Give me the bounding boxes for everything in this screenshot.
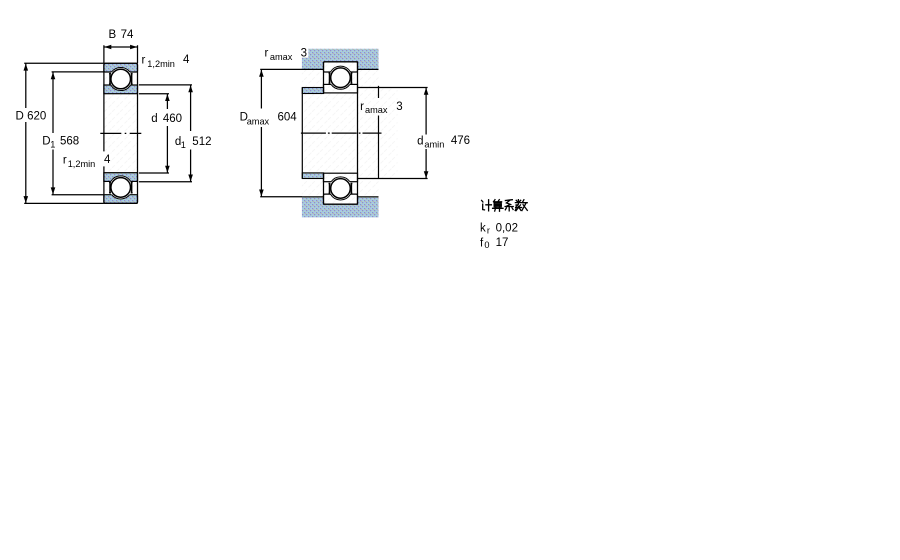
svg-text:r: r: [265, 48, 269, 60]
svg-text:D: D: [42, 136, 50, 148]
svg-text:d: d: [151, 113, 157, 125]
svg-text:1,2min: 1,2min: [147, 59, 175, 69]
svg-text:4: 4: [183, 54, 190, 66]
svg-text:f: f: [480, 237, 484, 249]
svg-text:1: 1: [181, 140, 186, 150]
svg-text:amin: amin: [424, 140, 444, 150]
svg-text:r: r: [360, 101, 364, 113]
svg-text:r: r: [487, 226, 490, 236]
svg-text:568: 568: [60, 136, 79, 148]
svg-text:k: k: [480, 222, 486, 234]
svg-text:r: r: [142, 55, 146, 67]
svg-text:604: 604: [278, 112, 298, 124]
svg-text:0,02: 0,02: [496, 222, 518, 234]
svg-text:3: 3: [396, 101, 402, 113]
svg-text:512: 512: [192, 136, 211, 148]
svg-text:460: 460: [163, 113, 182, 125]
svg-text:476: 476: [451, 135, 470, 147]
svg-text:D: D: [240, 112, 248, 124]
svg-text:3: 3: [301, 48, 307, 60]
svg-text:D: D: [16, 111, 24, 123]
svg-text:amax: amax: [247, 116, 270, 126]
svg-text:620: 620: [27, 111, 46, 123]
svg-text:1,2min: 1,2min: [68, 159, 96, 169]
svg-text:amax: amax: [365, 105, 388, 115]
svg-text:4: 4: [104, 154, 111, 166]
svg-text:74: 74: [121, 29, 134, 41]
svg-text:17: 17: [496, 237, 509, 249]
svg-text:B: B: [109, 29, 117, 41]
svg-text:d: d: [417, 135, 423, 147]
svg-text:amax: amax: [270, 52, 293, 62]
svg-text:r: r: [63, 155, 67, 167]
svg-text:d: d: [175, 136, 181, 148]
svg-text:0: 0: [484, 240, 489, 250]
svg-text:1: 1: [50, 140, 55, 150]
